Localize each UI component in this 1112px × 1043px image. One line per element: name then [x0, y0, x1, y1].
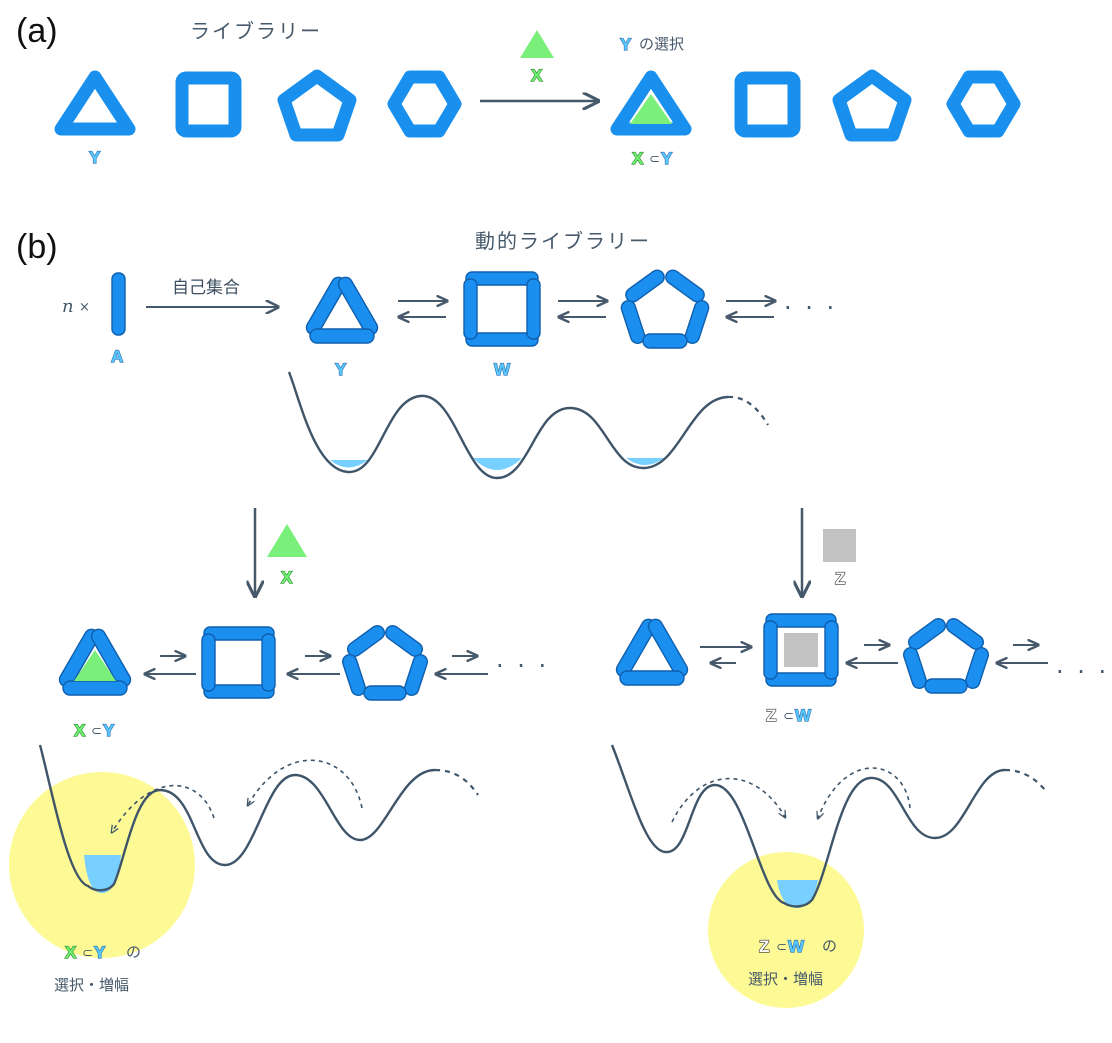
panel-a-label: (a)	[16, 12, 58, 50]
top-energy-landscape	[287, 371, 769, 480]
left-guest-x-triangle	[267, 524, 307, 557]
left-ellipsis: · · ·	[496, 652, 549, 680]
left-result-y-label: Y	[103, 721, 115, 740]
times-symbol: ×	[79, 300, 90, 315]
library-triangle	[54, 70, 136, 136]
left-triangle-complex	[58, 628, 132, 696]
top-ellipsis: · · ·	[784, 294, 837, 322]
library-title: ライブラリー	[190, 19, 322, 43]
right-result-w-label: W	[795, 706, 812, 725]
left-pentagon	[341, 625, 429, 701]
left-energy-landscape	[38, 744, 479, 893]
left-square	[201, 626, 276, 699]
guest-x-triangle	[520, 30, 554, 58]
left-result-subset: ⊂	[91, 724, 102, 739]
left-outcome-x-label: X	[65, 943, 77, 962]
component-a-rod	[111, 272, 126, 336]
result-y-label: Y	[661, 149, 673, 168]
result-x-label: X	[632, 149, 644, 168]
result-pentagon	[832, 69, 912, 142]
right-outcome-text: 選択・増幅	[748, 970, 823, 988]
library-square	[175, 71, 242, 138]
right-result-z-label: Z	[766, 706, 776, 725]
right-highlight-circle	[708, 852, 864, 1008]
self-assembly-label: 自己集合	[172, 278, 240, 298]
right-outcome-subset: ⊂	[776, 940, 787, 955]
assembly-y-triangle	[305, 276, 379, 344]
right-pentagon	[902, 618, 990, 694]
left-outcome-y-label: Y	[94, 943, 106, 962]
selection-molecule-label: Y	[620, 35, 632, 54]
right-guest-z-label: Z	[835, 569, 845, 588]
right-outcome-w-label: W	[788, 937, 805, 956]
right-triangle	[615, 618, 689, 686]
panel-b-label: (b)	[16, 228, 58, 266]
assembly-w-square	[463, 271, 541, 347]
selected-triangle-complex	[610, 70, 692, 136]
left-outcome-no: の	[126, 943, 141, 961]
left-guest-x-label: X	[281, 568, 293, 587]
right-square-complex	[763, 613, 839, 687]
assembly-pentagon	[620, 269, 710, 349]
assembly-y-label: Y	[335, 360, 347, 379]
library-pentagon	[277, 69, 357, 142]
right-guest-z-square	[823, 529, 856, 562]
molecule-y-label: Y	[89, 148, 101, 167]
right-outcome-z-label: Z	[759, 937, 769, 956]
selection-text: の選択	[639, 35, 684, 53]
right-result-subset: ⊂	[783, 709, 794, 724]
assembly-w-label: W	[494, 360, 511, 379]
guest-x-label: X	[531, 66, 543, 85]
right-ellipsis: · · ·	[1056, 658, 1109, 686]
library-hexagon	[387, 70, 462, 138]
result-hexagon	[946, 70, 1021, 138]
result-square	[734, 71, 801, 138]
right-energy-landscape	[610, 744, 1046, 908]
dynamic-library-title: 動的ライブラリー	[475, 229, 651, 253]
result-subset-symbol: ⊂	[649, 152, 660, 167]
left-result-x-label: X	[74, 721, 86, 740]
right-outcome-no: の	[822, 937, 837, 955]
n-prefix: n	[62, 296, 74, 317]
left-outcome-text: 選択・増幅	[54, 976, 129, 994]
left-outcome-subset: ⊂	[82, 946, 93, 961]
component-a-label: A	[111, 347, 123, 366]
